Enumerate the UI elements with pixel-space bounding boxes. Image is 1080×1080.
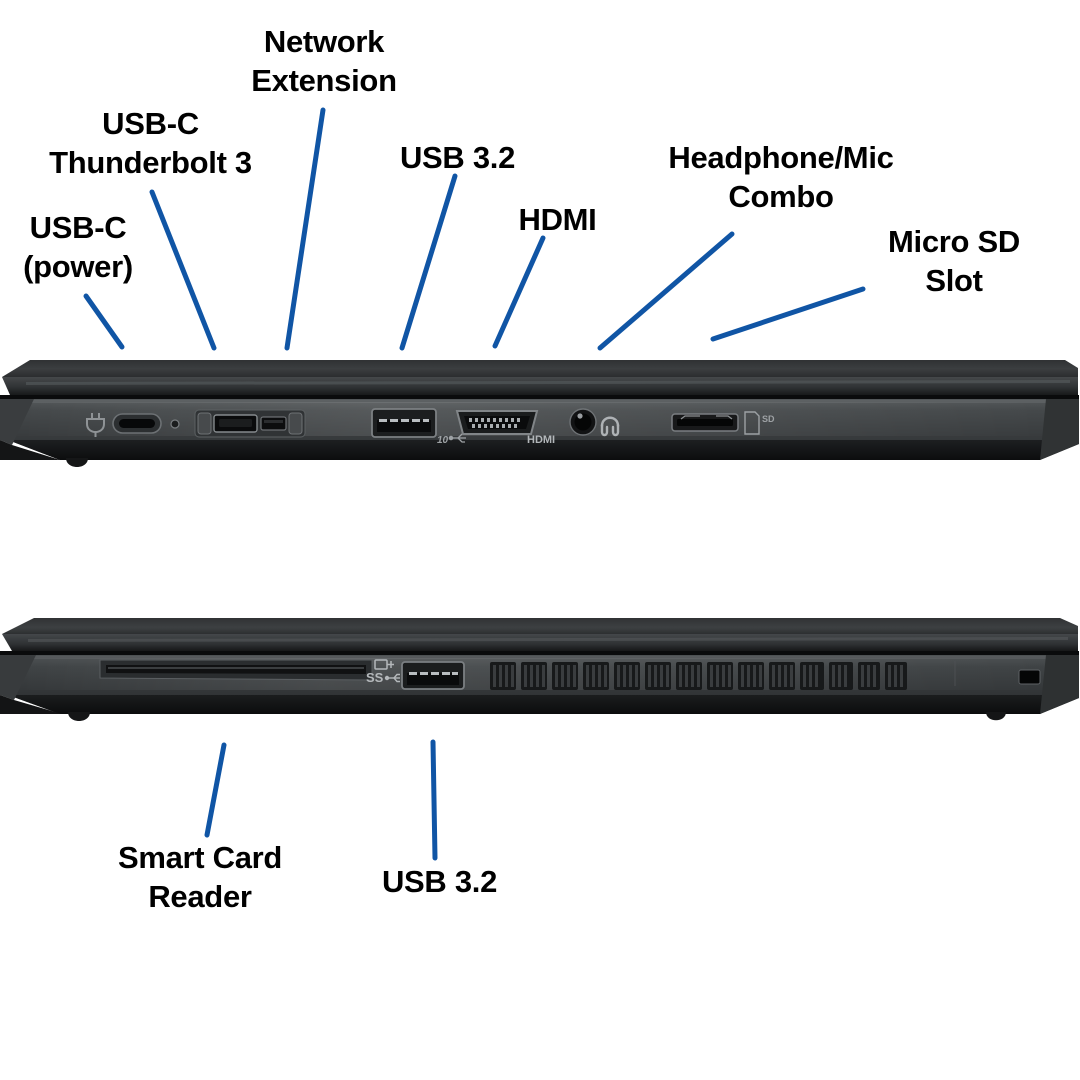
port-smart-card-slot <box>99 659 373 681</box>
leader-usb-c-power <box>83 293 125 350</box>
leader-smart-card-reader <box>204 742 227 838</box>
usb-speed-caption: 10 <box>437 435 449 446</box>
vent-grille <box>490 662 907 690</box>
label-headphone-mic: Headphone/Mic Combo <box>668 140 894 214</box>
leader-usb-c-thunderbolt <box>149 189 217 351</box>
usb-ss-icon: SS <box>366 659 400 685</box>
sd-caption: SD <box>762 414 775 424</box>
power-plug-icon <box>86 413 105 437</box>
port-network-extension <box>194 409 306 438</box>
hdmi-caption: HDMI <box>527 434 555 446</box>
leader-network-extension <box>284 107 326 351</box>
label-smart-card-reader: Smart Card Reader <box>117 840 283 914</box>
port-usb-a-10gbps <box>371 408 437 438</box>
port-usb-a-ss <box>401 661 465 690</box>
leader-usb-32-left <box>399 173 458 351</box>
label-hdmi: HDMI <box>518 202 597 237</box>
headphone-icon <box>600 416 620 437</box>
label-micro-sd: Micro SD Slot <box>888 224 1020 298</box>
port-audio-jack <box>569 408 597 436</box>
status-led <box>170 419 180 429</box>
port-security-lock <box>1018 669 1041 685</box>
label-network-extension: Network Extension <box>251 24 397 98</box>
port-usb-c-power <box>112 413 162 434</box>
sd-card-icon <box>744 411 760 435</box>
leader-micro-sd <box>710 286 866 342</box>
laptop-right-side-view: SS <box>0 612 1080 724</box>
label-usb-32-right: USB 3.2 <box>381 864 498 899</box>
label-usb-c-power: USB-C (power) <box>23 210 133 284</box>
label-usb-c-thunderbolt: USB-C Thunderbolt 3 <box>49 106 252 180</box>
leader-headphone-mic <box>597 231 735 351</box>
laptop-left-side-view: 10 <box>0 352 1080 472</box>
port-micro-sd <box>671 413 739 432</box>
svg-text:SS: SS <box>366 670 384 685</box>
port-hdmi <box>455 410 539 435</box>
label-usb-32-left: USB 3.2 <box>399 140 516 175</box>
leader-hdmi <box>492 235 546 349</box>
leader-usb-32-right <box>430 739 438 861</box>
